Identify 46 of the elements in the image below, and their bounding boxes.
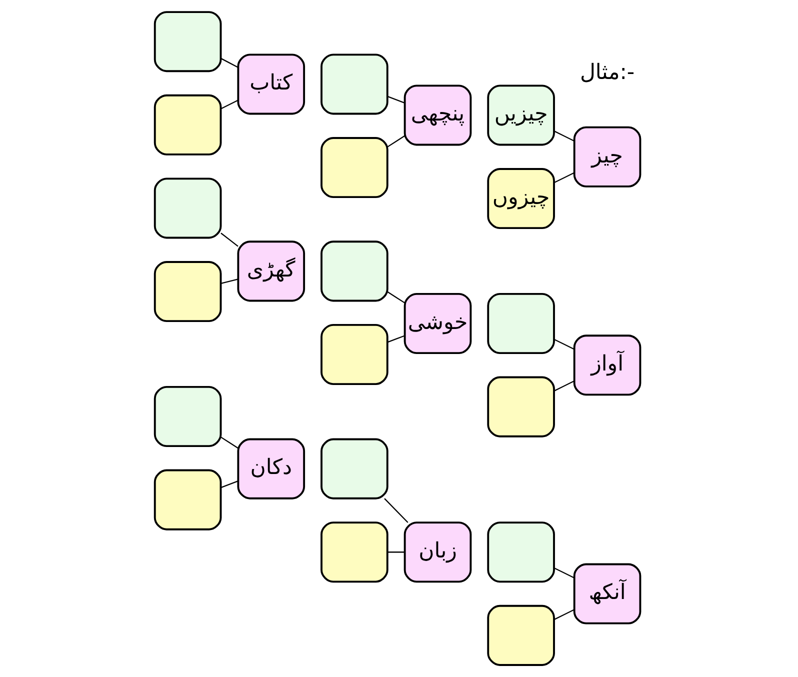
node-box [320,522,388,583]
node-box: کتاب [237,54,306,115]
node-box: چیزوں [487,168,555,230]
connector [387,335,405,343]
node-box: چیز [573,126,642,188]
node-box [487,604,555,666]
node-box: چیزیں [487,84,555,146]
node-box [154,469,222,530]
connector [220,100,238,110]
node-box [154,261,222,322]
connector [554,380,574,392]
connector [220,436,238,449]
node-box [154,386,222,447]
connector [387,291,405,304]
connector [387,96,405,104]
node-box [320,54,388,115]
node-box: پنچھی [404,84,472,146]
connector [220,58,238,68]
node-box: دکان [237,438,306,500]
connector [554,567,574,578]
node-box [320,137,388,198]
connector [388,552,405,553]
node-box [320,240,388,302]
connector [554,130,574,142]
node-box [320,324,388,385]
node-box [320,438,388,500]
node-box [154,178,222,239]
node-box [154,94,222,156]
connector [554,609,574,620]
connector [554,338,574,350]
connector [220,480,238,488]
connector [384,498,408,523]
node-box [487,376,555,438]
node-box: آواز [573,334,642,396]
node-box: گھڑی [237,240,306,302]
connector [554,172,574,184]
node-box [154,11,222,72]
connector [387,135,405,148]
node-box [487,522,555,583]
node-box: آنکھ [573,563,642,624]
node-box: خوشی [404,292,472,354]
node-box: زبان [404,522,472,583]
connector [220,278,238,284]
node-box [487,292,555,354]
connector [220,232,238,247]
label: مثال:- [580,60,635,85]
